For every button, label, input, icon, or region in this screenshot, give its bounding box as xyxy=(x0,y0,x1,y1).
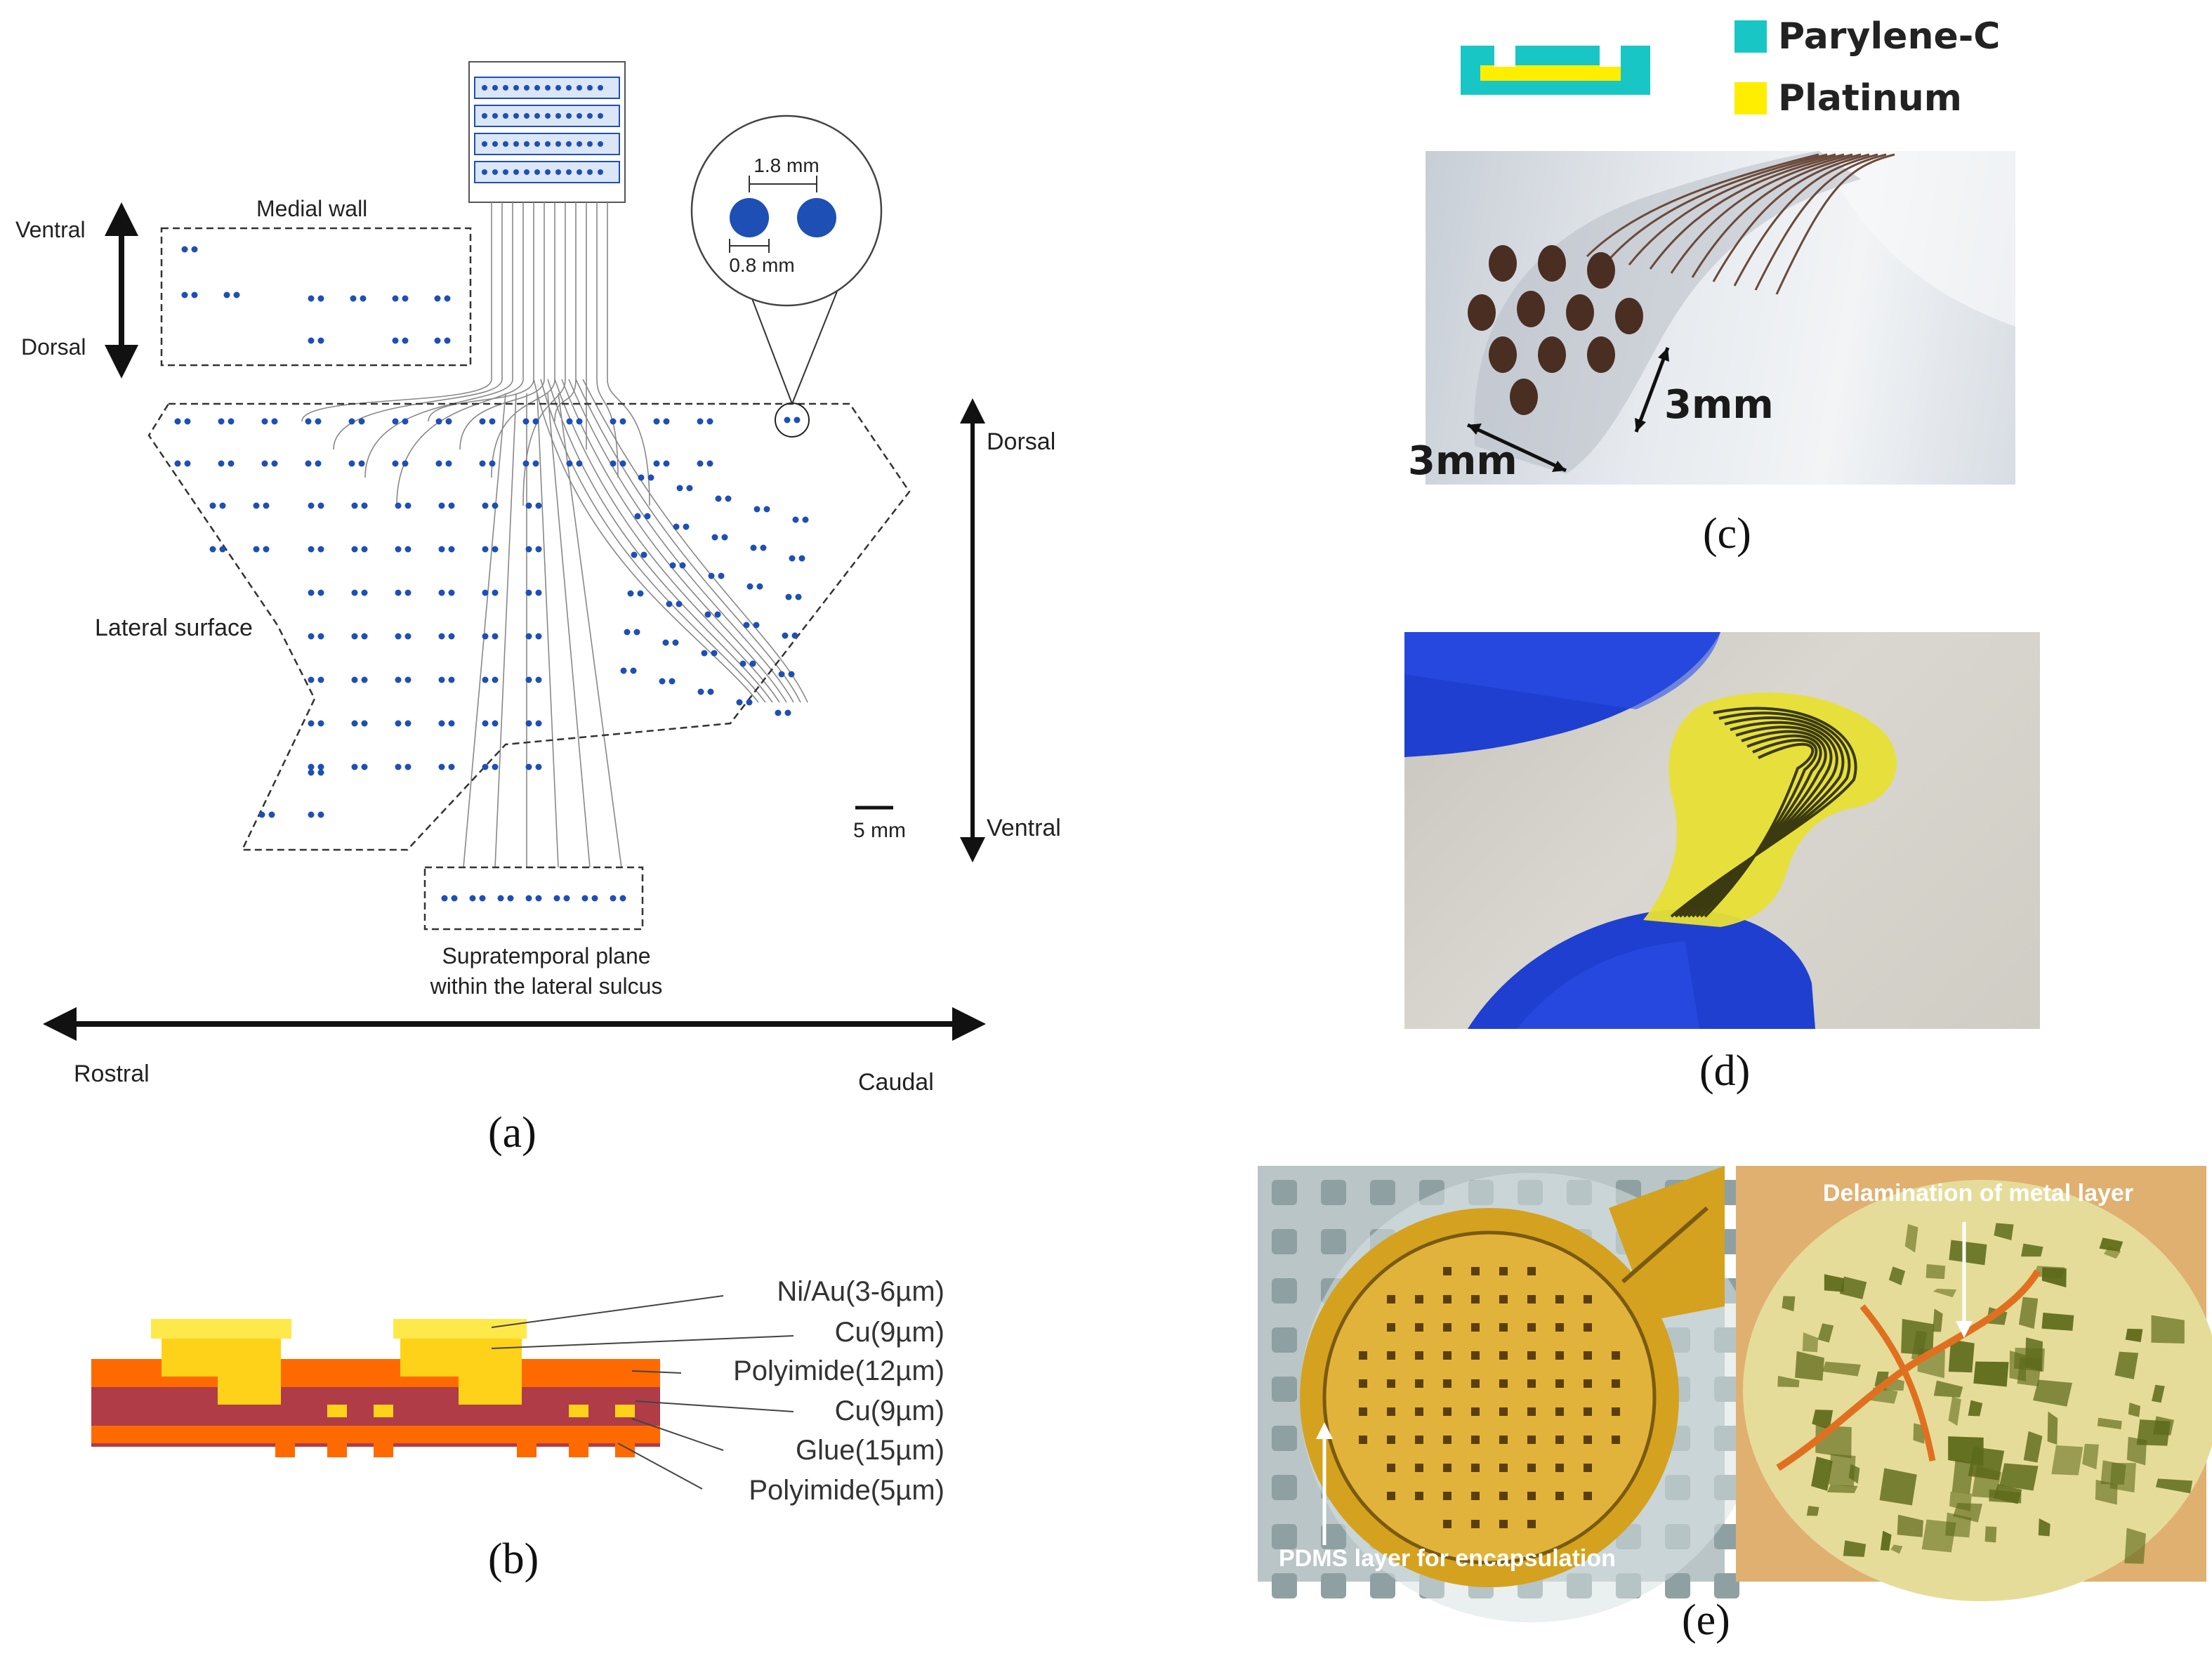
layer-label-niau: Ni/Au(3-6µm) xyxy=(777,1276,944,1307)
flexible-polyimide-photo xyxy=(1404,632,2040,1029)
ventral-label-left: Ventral xyxy=(15,217,86,242)
scale-bar-label: 5 mm xyxy=(853,819,906,842)
panel-a: 1.8 mm 0.8 mm Ventral Dorsal Medial wall… xyxy=(0,0,1061,1180)
layer-label-polyimide-5: Polyimide(5µm) xyxy=(749,1475,944,1506)
inset-diameter-label: 0.8 mm xyxy=(729,254,794,276)
panel-c: Parylene-C Platinum 3mm 3mm (c) xyxy=(1408,0,2198,576)
legend-swatch-parylene xyxy=(1734,20,1767,53)
ventral-label-right: Ventral xyxy=(987,815,1061,841)
caudal-label: Caudal xyxy=(858,1069,934,1096)
supratemporal-label-line1: Supratemporal plane xyxy=(442,943,650,968)
delamination-caption: Delamination of metal layer xyxy=(1823,1180,2133,1207)
dimension-width-label: 3mm xyxy=(1408,438,1518,484)
supratemporal-label-line2: within the lateral sulcus xyxy=(430,973,663,999)
supratemporal-region xyxy=(423,866,644,931)
ecog-electrode-layout-diagram: 1.8 mm 0.8 mm Ventral Dorsal Medial wall… xyxy=(15,61,1061,1096)
lead-wires xyxy=(301,202,808,868)
lateral-surface-region xyxy=(147,402,911,851)
medial-wall-label: Medial wall xyxy=(256,196,367,221)
dorsal-label-right: Dorsal xyxy=(987,428,1055,455)
panel-c-label: (c) xyxy=(1703,510,1751,558)
inset-electrode-left xyxy=(730,198,769,237)
flex-pcb-layer-stack: Ni/Au(3-6µm) Cu(9µm) Polyimide(12µm) Cu(… xyxy=(91,1276,944,1506)
legend-parylene: Parylene-C xyxy=(1734,15,2000,58)
layer-label-cu-top: Cu(9µm) xyxy=(835,1317,944,1348)
panel-a-label: (a) xyxy=(488,1109,536,1157)
rostral-label: Rostral xyxy=(74,1060,150,1087)
layer-label-polyimide-12: Polyimide(12µm) xyxy=(733,1355,944,1386)
layer-label-glue: Glue(15µm) xyxy=(796,1435,944,1466)
panel-e: PDMS layer for encapsulation Delaminatio… xyxy=(1250,1166,2212,1668)
panel-d-label: (d) xyxy=(1699,1047,1751,1095)
dorsal-label-left: Dorsal xyxy=(21,334,86,360)
pdms-caption: PDMS layer for encapsulation xyxy=(1279,1545,1616,1572)
dimension-height-label: 3mm xyxy=(1664,382,1774,428)
electrode-inset: 1.8 mm 0.8 mm xyxy=(690,114,883,405)
legend-label-parylene: Parylene-C xyxy=(1778,15,2001,58)
layer-label-cu-bottom: Cu(9µm) xyxy=(835,1396,944,1426)
medial-wall-region xyxy=(160,227,472,367)
panel-e-label: (e) xyxy=(1682,1596,1730,1644)
cross-section-icon xyxy=(1461,46,1650,95)
parylene-electrode-photo: 3mm 3mm xyxy=(1408,151,2015,485)
lateral-surface-label: Lateral surface xyxy=(95,615,253,641)
legend-platinum: Platinum xyxy=(1734,77,1962,119)
legend-swatch-platinum xyxy=(1734,82,1767,114)
legend-label-platinum: Platinum xyxy=(1778,77,1962,119)
connector-pad xyxy=(468,61,626,203)
pdms-encapsulated-electrode-photo: PDMS layer for encapsulation xyxy=(1258,1166,1763,1622)
delaminated-electrode-photo: Delamination of metal layer xyxy=(1736,1166,2212,1601)
panel-d: (d) xyxy=(1404,632,2050,1110)
inset-spacing-label: 1.8 mm xyxy=(753,155,819,176)
panel-b: Ni/Au(3-6µm) Cu(9µm) Polyimide(12µm) Cu(… xyxy=(0,1250,1053,1587)
inset-electrode-right xyxy=(797,198,836,237)
panel-b-label: (b) xyxy=(488,1535,539,1583)
